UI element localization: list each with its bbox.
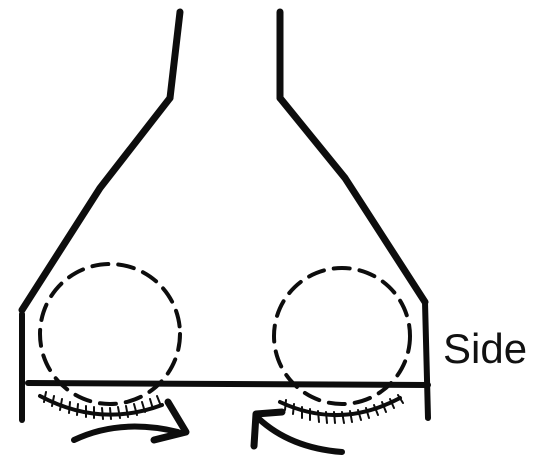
- hatch-crescent-right: [280, 398, 400, 415]
- side-label: Side: [443, 328, 527, 370]
- side-line: [28, 383, 428, 385]
- curved-arrow-right-icon: [254, 412, 342, 452]
- curved-arrow-left-icon: [74, 402, 186, 440]
- wall-right: [425, 302, 428, 418]
- hatch-ticks-right: [285, 395, 403, 423]
- funnel-side-right: [280, 98, 425, 302]
- funnel-neck-left: [170, 12, 180, 98]
- funnel-side-left: [22, 98, 170, 310]
